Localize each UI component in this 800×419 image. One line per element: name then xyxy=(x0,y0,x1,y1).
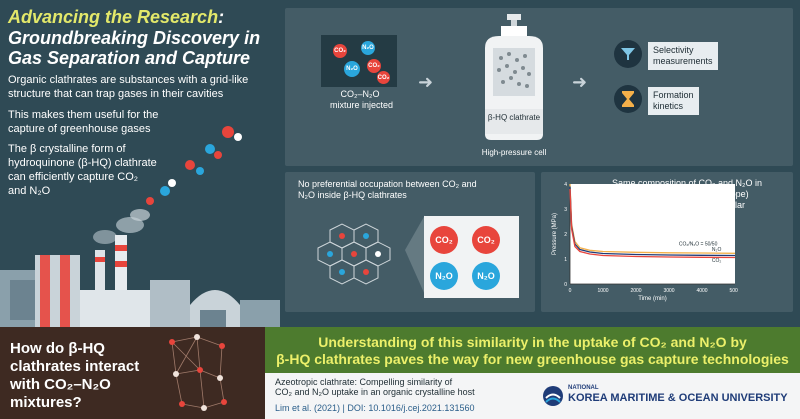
y-tick-label: 4 xyxy=(564,182,567,188)
n2o-molecule: N₂O xyxy=(472,262,500,290)
use-paragraph: This makes them useful for the capture o… xyxy=(8,109,159,135)
cell-label: High-pressure cell xyxy=(481,148,547,157)
occupation-text: No preferential occupation between CO₂ a… xyxy=(298,179,477,200)
series-label: CO₂ xyxy=(712,258,722,264)
lattice-network-icon xyxy=(169,334,227,411)
n2o-molecule: N₂O xyxy=(344,61,360,77)
x-tick-label: 3000 xyxy=(663,288,674,294)
question-band xyxy=(0,327,281,419)
series-line xyxy=(569,188,736,259)
title-line-3: Gas Separation and Capture xyxy=(8,48,251,68)
hourglass-icon xyxy=(614,85,642,113)
azeotrope-text: Same composition of CO₂ and N₂O in solid… xyxy=(612,178,763,232)
citation-title: Azeotropic clathrate: Compelling similar… xyxy=(275,377,475,397)
capture-paragraph: The β crystalline form of hydroquinone (… xyxy=(8,143,157,197)
question-text: How do β-HQ clathrates interact with CO₂… xyxy=(10,340,140,411)
high-pressure-cell-icon xyxy=(485,14,543,140)
n2o-molecule: N₂O xyxy=(430,262,458,290)
series-label: CO₂/N₂O = 50/50 xyxy=(679,241,718,247)
arrow-right-icon: ➜ xyxy=(418,72,434,92)
clathrate-label: β-HQ clathrate xyxy=(487,113,541,122)
co2-molecule: CO₂ xyxy=(333,44,347,58)
headline-line-1: Understanding of this similarity in the … xyxy=(318,334,747,350)
plot-area xyxy=(570,184,735,284)
university-logo xyxy=(543,386,563,406)
y-tick-label: 1 xyxy=(564,257,567,263)
series-label: N₂O xyxy=(712,247,722,253)
citation-band: Azeotropic clathrate: Compelling similar… xyxy=(265,373,800,419)
co2-molecule: CO₂ xyxy=(367,59,381,73)
y-tick-label: 3 xyxy=(564,207,567,213)
intro-paragraph: Organic clathrates are substances with a… xyxy=(8,74,249,100)
x-tick-label: 2000 xyxy=(630,288,641,294)
arrow-right-icon: ➜ xyxy=(572,72,588,92)
university-small: NATIONAL xyxy=(568,385,599,391)
x-axis-label: Time (min) xyxy=(638,296,666,302)
factory-illustration xyxy=(0,126,280,330)
zoom-connector xyxy=(405,215,425,295)
clathrate-lattice-icon xyxy=(317,223,391,285)
headline-band: Understanding of this similarity in the … xyxy=(265,327,800,373)
co2-molecule: CO₂ xyxy=(472,226,500,254)
n2o-molecule: N₂O xyxy=(361,41,375,55)
mixture-label: CO₂–N₂O mixture injected xyxy=(330,89,394,110)
x-tick-label: 4000 xyxy=(696,288,707,294)
y-axis-label: Pressure (MPa) xyxy=(552,213,558,255)
citation-ref: Lim et al. (2021) | DOI: 10.1016/j.cej.2… xyxy=(275,403,475,413)
co2-molecule: CO₂ xyxy=(430,226,458,254)
university-name: KOREA MARITIME & OCEAN UNIVERSITY xyxy=(568,392,788,404)
y-tick-label: 0 xyxy=(564,282,567,288)
x-tick-label: 0 xyxy=(569,288,572,294)
title-line-2: Groundbreaking Discovery in xyxy=(8,28,261,48)
co2-molecule: CO₂ xyxy=(377,71,390,84)
title-line-1: Advancing the Research: xyxy=(8,7,225,27)
y-tick-label: 2 xyxy=(564,232,567,238)
x-tick-label: 1000 xyxy=(597,288,608,294)
headline-line-2: β-HQ clathrates paves the way for new gr… xyxy=(276,351,789,367)
funnel-icon xyxy=(614,40,642,68)
